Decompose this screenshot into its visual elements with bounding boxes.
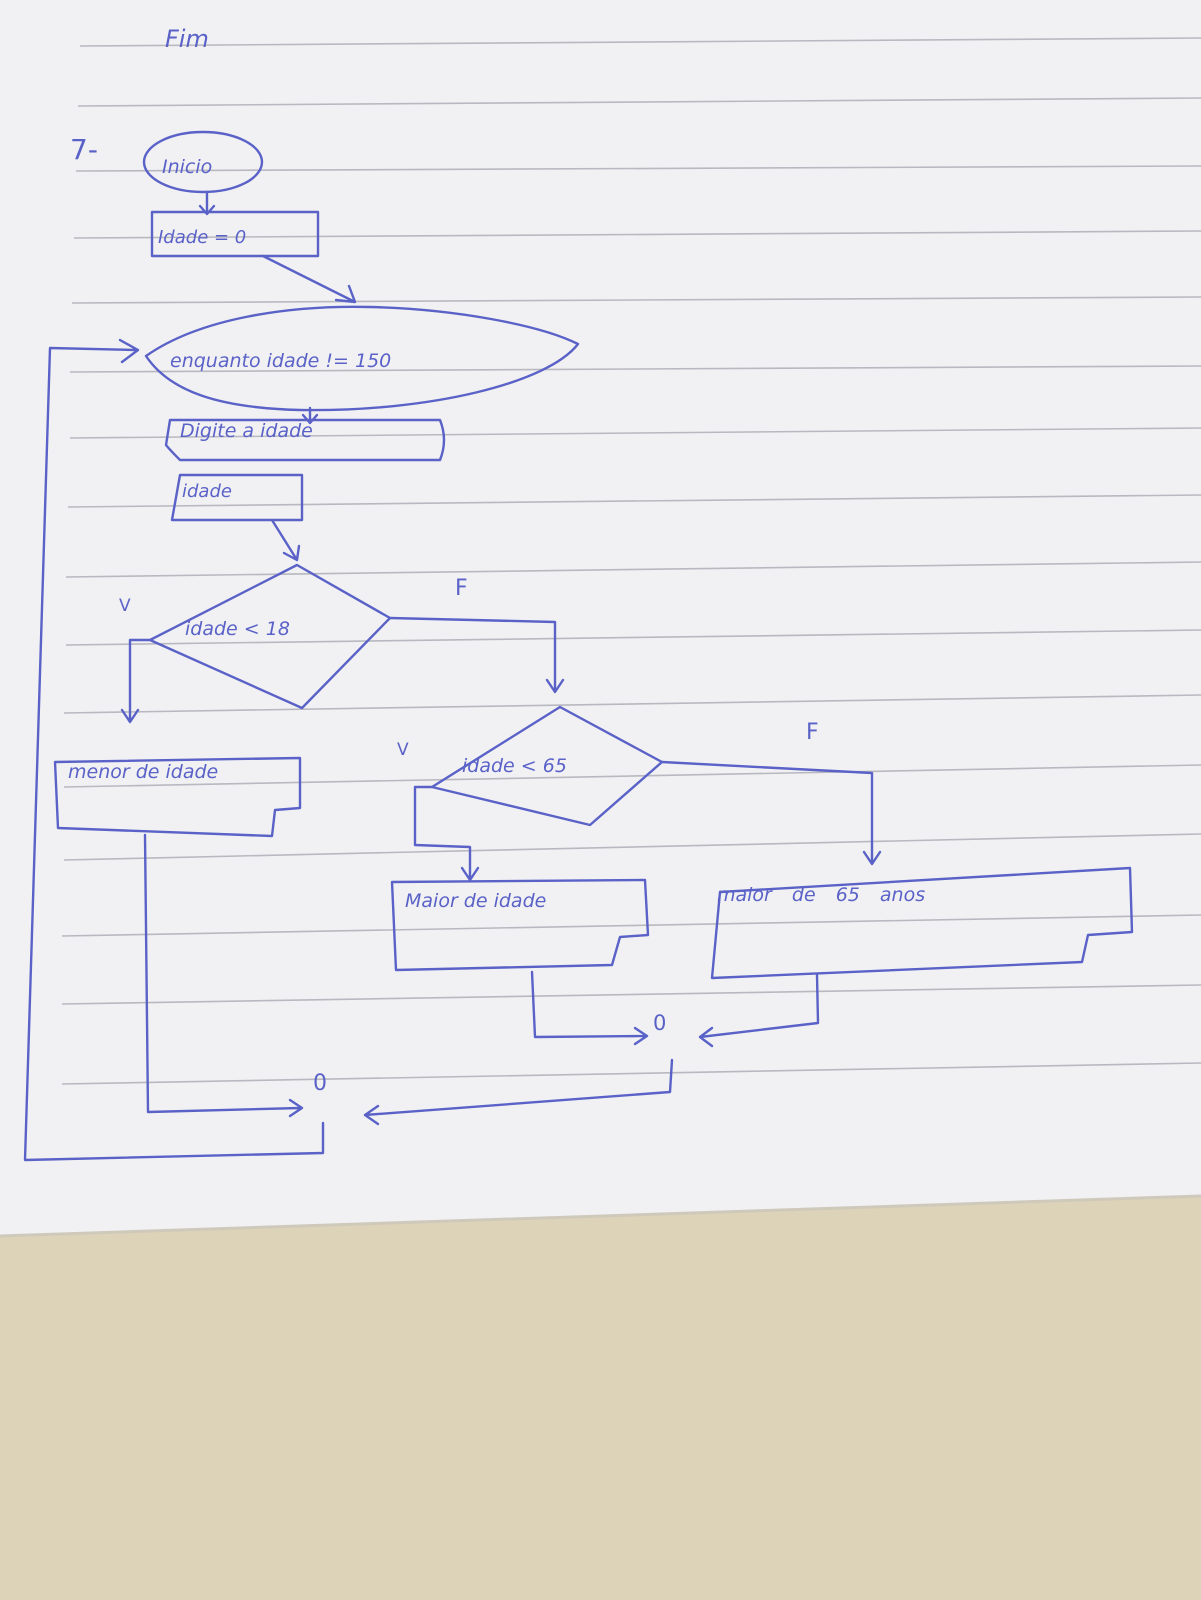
input-box	[170, 473, 304, 522]
init-process-box	[150, 210, 320, 258]
prompt-label: Digite a idade	[180, 420, 313, 442]
prompt-box	[164, 418, 446, 462]
top-end-text: Fim	[165, 25, 209, 53]
senior-box	[710, 866, 1134, 980]
arrow-decision-2-false	[660, 760, 882, 866]
minor-output-label: menor de idade	[68, 761, 219, 783]
arrow-start-to-init	[198, 190, 216, 216]
outer-join-node: 0	[313, 1071, 327, 1096]
loop-condition-label: enquanto idade != 150	[170, 350, 392, 372]
start-terminator-label: Inicio	[162, 156, 213, 178]
arrow-init-to-loop	[261, 254, 357, 304]
arrow-input-to-decision-1	[270, 518, 301, 562]
connector-adult-to-inner-join	[530, 970, 649, 1046]
init-process-label: Idade = 0	[158, 227, 247, 248]
decision-2-condition: idade < 65	[462, 755, 567, 777]
decision-2-diamond	[430, 705, 664, 827]
inner-join-node: 0	[653, 1011, 667, 1035]
adult-box	[390, 878, 650, 972]
senior-output-label: maior de 65 anos	[717, 884, 926, 906]
decision-1-condition: idade < 18	[185, 618, 290, 640]
decision-1-false-label: F	[455, 576, 468, 601]
minor-box	[53, 756, 302, 838]
decision-2-false-label: F	[806, 720, 819, 745]
adult-output-label: Maior de idade	[405, 890, 547, 912]
loop-shape	[144, 305, 580, 412]
loop-back-line	[23, 338, 325, 1162]
problem-number: 7-	[70, 133, 98, 166]
decision-1-true-label: V	[119, 596, 131, 616]
arrow-decision-2-true	[413, 785, 480, 882]
decision-1-diamond	[148, 563, 392, 710]
arrow-decision-1-true	[120, 638, 152, 724]
connector-senior-to-inner-join	[698, 973, 820, 1048]
connector-minor-to-outer-join	[143, 833, 304, 1118]
input-label: idade	[182, 481, 232, 502]
connector-inner-to-outer-join	[363, 1058, 674, 1126]
decision-2-true-label: V	[397, 740, 409, 760]
arrow-decision-1-false	[388, 616, 565, 694]
start-terminator	[142, 130, 264, 194]
